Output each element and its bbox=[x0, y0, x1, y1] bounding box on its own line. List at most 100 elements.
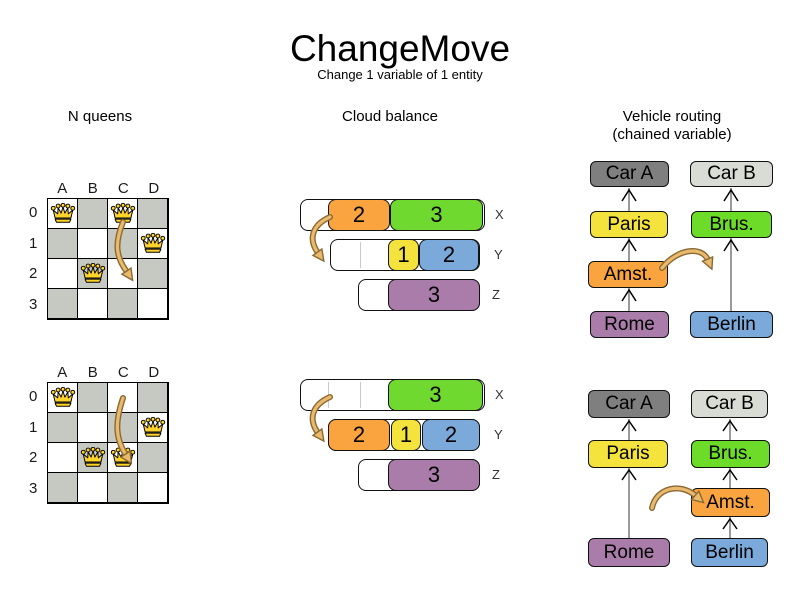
cell-C1 bbox=[108, 413, 138, 443]
panel-label-nqueens: N queens bbox=[67, 108, 133, 125]
process-block: 3 bbox=[388, 279, 480, 311]
col-header: B bbox=[87, 364, 98, 381]
customer-box-berlin: Berlin bbox=[691, 538, 768, 567]
queen-icon bbox=[110, 447, 135, 467]
cell-D1 bbox=[138, 229, 168, 259]
board-row-headers: 0 1 2 3 bbox=[29, 382, 47, 505]
cell-B3 bbox=[78, 289, 108, 319]
board-corner bbox=[29, 181, 47, 198]
cell-C0 bbox=[108, 199, 138, 229]
vehicle-box-car-a: Car A bbox=[590, 161, 669, 187]
cell-A3 bbox=[48, 289, 78, 319]
board-col-headers: A B C D bbox=[47, 181, 170, 198]
cell-C3 bbox=[108, 289, 138, 319]
cell-D3 bbox=[138, 473, 168, 503]
cell-D0 bbox=[138, 199, 168, 229]
queen-icon bbox=[110, 203, 135, 223]
col-header: D bbox=[148, 180, 160, 197]
customer-box-brussels: Brus. bbox=[691, 440, 770, 468]
cell-C2 bbox=[108, 443, 138, 473]
process-block: 2 bbox=[422, 419, 480, 451]
vehicle-box-car-b: Car B bbox=[690, 161, 773, 187]
cell-C2 bbox=[108, 259, 138, 289]
panel-label-vrp: Vehicle routing bbox=[622, 108, 722, 125]
queen-icon bbox=[140, 417, 165, 437]
queen-icon bbox=[50, 387, 75, 407]
cell-A1 bbox=[48, 413, 78, 443]
queen-icon bbox=[140, 233, 165, 253]
board-row-headers: 0 1 2 3 bbox=[29, 198, 47, 321]
cell-B0 bbox=[78, 383, 108, 413]
queen-icon bbox=[50, 203, 75, 223]
col-header: B bbox=[87, 180, 98, 197]
cell-C0 bbox=[108, 383, 138, 413]
process-block: 3 bbox=[388, 379, 483, 411]
cell-B3 bbox=[78, 473, 108, 503]
cell-D0 bbox=[138, 383, 168, 413]
cell-A1 bbox=[48, 229, 78, 259]
cell-B2 bbox=[78, 443, 108, 473]
customer-box-paris: Paris bbox=[588, 440, 668, 468]
process-block: 1 bbox=[388, 239, 419, 271]
computer-label-x: X bbox=[495, 207, 504, 222]
cell-B1 bbox=[78, 413, 108, 443]
cell-C1 bbox=[108, 229, 138, 259]
vehicle-box-car-b: Car B bbox=[691, 390, 768, 418]
cell-B1 bbox=[78, 229, 108, 259]
cell-B0 bbox=[78, 199, 108, 229]
page-subtitle: Change 1 variable of 1 entity bbox=[317, 67, 483, 82]
computer-label-z: Z bbox=[492, 287, 500, 302]
cell-B2 bbox=[78, 259, 108, 289]
cell-D1 bbox=[138, 413, 168, 443]
process-block: 2 bbox=[328, 419, 390, 451]
computer-label-z: Z bbox=[492, 467, 500, 482]
customer-box-amsterdam: Amst. bbox=[588, 261, 668, 288]
queen-icon bbox=[80, 263, 105, 283]
row-header: 2 bbox=[29, 265, 38, 282]
computer-label-y: Y bbox=[494, 247, 503, 262]
process-block: 2 bbox=[419, 239, 479, 271]
capacity-divider bbox=[360, 242, 361, 268]
cell-A2 bbox=[48, 259, 78, 289]
chessboard-after: A B C D 0 1 2 3 bbox=[29, 365, 170, 505]
row-header: 1 bbox=[29, 234, 38, 252]
row-header: 0 bbox=[29, 204, 38, 221]
row-header: 0 bbox=[29, 388, 38, 405]
col-header: C bbox=[117, 364, 129, 381]
board-corner bbox=[29, 365, 47, 382]
customer-box-brussels: Brus. bbox=[691, 211, 772, 238]
cell-D3 bbox=[138, 289, 168, 319]
chessboard-before: A B C D 0 1 2 3 bbox=[29, 181, 170, 321]
col-header: D bbox=[148, 364, 160, 381]
customer-box-amsterdam: Amst. bbox=[691, 488, 770, 517]
computer-label-y: Y bbox=[494, 427, 503, 442]
row-header: 2 bbox=[29, 449, 38, 466]
page-title: ChangeMove bbox=[289, 28, 511, 69]
cell-A2 bbox=[48, 443, 78, 473]
row-header: 3 bbox=[29, 479, 38, 497]
process-block: 1 bbox=[391, 419, 421, 451]
customer-box-rome: Rome bbox=[590, 311, 669, 338]
cell-A0 bbox=[48, 383, 78, 413]
board-cells bbox=[47, 382, 169, 504]
row-header: 3 bbox=[29, 295, 38, 313]
customer-box-berlin: Berlin bbox=[690, 311, 773, 338]
cell-C3 bbox=[108, 473, 138, 503]
customer-box-paris: Paris bbox=[590, 211, 668, 238]
process-block: 3 bbox=[390, 199, 483, 231]
process-block: 2 bbox=[328, 199, 390, 231]
col-header: A bbox=[57, 364, 68, 381]
row-header: 1 bbox=[29, 418, 38, 436]
cell-D2 bbox=[138, 259, 168, 289]
cell-A3 bbox=[48, 473, 78, 503]
customer-box-rome: Rome bbox=[588, 538, 670, 567]
process-block: 3 bbox=[388, 459, 480, 491]
col-header: C bbox=[117, 180, 129, 197]
computer-label-x: X bbox=[495, 387, 504, 402]
panel-label-cloud: Cloud balance bbox=[342, 108, 438, 125]
col-header: A bbox=[57, 180, 68, 197]
cell-D2 bbox=[138, 443, 168, 473]
vehicle-box-car-a: Car A bbox=[588, 390, 670, 418]
queen-icon bbox=[80, 447, 105, 467]
capacity-divider bbox=[360, 382, 361, 408]
